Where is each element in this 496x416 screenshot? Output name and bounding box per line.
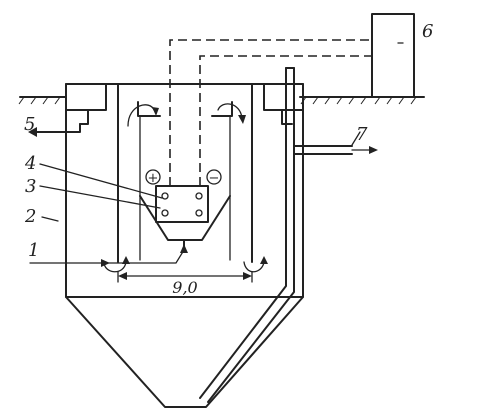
- sludge-pipe: [199, 67, 295, 403]
- ground-surface: [18, 96, 425, 105]
- minus-sign: −: [209, 171, 220, 186]
- power-cables: [169, 39, 372, 186]
- negative-terminal: −: [206, 169, 222, 186]
- leader-lines: [39, 42, 404, 222]
- positive-terminal: +: [145, 169, 161, 186]
- flow-arrows: [103, 103, 268, 273]
- label-6: 6: [422, 21, 433, 42]
- label-5: 5: [24, 114, 35, 135]
- callout-labels: 1 2 3 4 5 6 7: [24, 21, 433, 261]
- label-2: 2: [24, 206, 36, 227]
- label-7: 7: [356, 124, 368, 145]
- power-unit: [371, 13, 415, 98]
- plus-sign: +: [148, 171, 159, 186]
- dimension-label: 9,0: [172, 278, 197, 297]
- partition-walls: [117, 83, 253, 263]
- tank-body: [65, 83, 304, 408]
- label-3: 3: [25, 176, 36, 197]
- label-4: 4: [24, 153, 36, 174]
- outlet-pipe: [293, 145, 378, 155]
- inlet-pipe: [29, 244, 188, 267]
- dimension-line: 9,0: [117, 271, 253, 297]
- collection-trough: [65, 83, 304, 125]
- treated-water-outlet: [28, 123, 81, 137]
- label-1: 1: [28, 240, 39, 261]
- electrode-block: [155, 185, 209, 223]
